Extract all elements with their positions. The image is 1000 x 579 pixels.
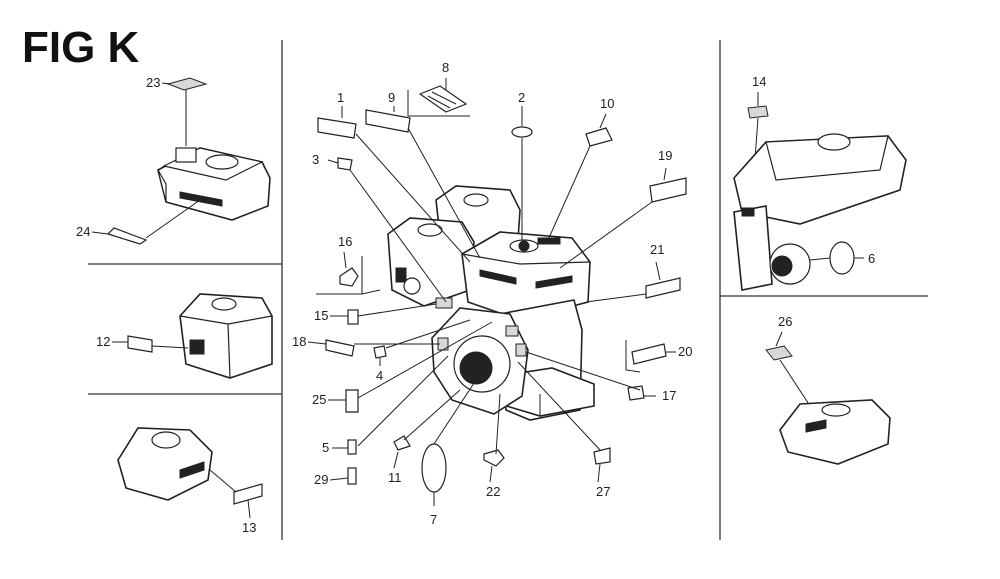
callout-20: 20 [678, 344, 692, 359]
fuel-tank-right-2 [765, 345, 891, 465]
callout-7: 7 [430, 512, 437, 527]
decal-8-shape [407, 85, 470, 117]
callout-26: 26 [778, 314, 792, 329]
callout-16: 16 [338, 234, 352, 249]
decal-25-shape [345, 389, 359, 413]
callout-4: 4 [376, 368, 383, 383]
callout-27: 27 [596, 484, 610, 499]
decal-4-shape [373, 345, 387, 359]
decal-17-shape [627, 385, 645, 401]
callout-22: 22 [486, 484, 500, 499]
center-leader-lines [341, 106, 667, 506]
callout-15: 15 [314, 308, 328, 323]
decal-18-shape [325, 339, 355, 357]
callout-ticks [91, 78, 783, 519]
panel-dividers [88, 40, 928, 540]
figure-title: FIG K [22, 23, 140, 72]
air-cleaner-left-1 [106, 77, 271, 245]
callout-29: 29 [314, 472, 328, 487]
callout-8: 8 [442, 60, 449, 75]
decal-27-shape [593, 447, 611, 465]
air-cleaner-left-3 [117, 427, 263, 505]
callout-18: 18 [292, 334, 306, 349]
decal-12-shape [127, 335, 153, 353]
callout-23: 23 [146, 75, 160, 90]
callout-25: 25 [312, 392, 326, 407]
callout-11: 11 [388, 470, 402, 485]
engine-assembly [387, 185, 595, 421]
callout-labels: 1 2 3 4 5 6 7 8 9 10 11 12 13 14 15 16 1… [76, 60, 875, 535]
callout-6: 6 [868, 251, 875, 266]
callout-24: 24 [76, 224, 90, 239]
callout-14: 14 [752, 74, 766, 89]
decal-3-shape [337, 157, 353, 171]
part-6-shape [829, 241, 855, 275]
callout-2: 2 [518, 90, 525, 105]
callout-21: 21 [650, 242, 664, 257]
callout-17: 17 [662, 388, 676, 403]
callout-9: 9 [388, 90, 395, 105]
decal-24-shape [106, 227, 148, 245]
decal-1-shape [317, 117, 357, 139]
decal-21-shape [645, 277, 681, 299]
decal-11-shape [393, 435, 411, 451]
callout-1: 1 [337, 90, 344, 105]
decal-9-shape [365, 109, 411, 133]
callout-10: 10 [600, 96, 614, 111]
decal-14-shape [747, 105, 769, 119]
callout-12: 12 [96, 334, 110, 349]
decal-5-shape [347, 439, 357, 455]
fuel-tank-right-1 [733, 105, 907, 291]
air-cleaner-left-2 [127, 293, 273, 379]
decal-22-shape [483, 449, 505, 467]
callout-19: 19 [658, 148, 672, 163]
decal-23-shape [166, 77, 208, 91]
part-7-shape [421, 443, 447, 493]
decal-29-shape [347, 467, 357, 485]
callout-3: 3 [312, 152, 319, 167]
callout-13: 13 [242, 520, 256, 535]
callout-5: 5 [322, 440, 329, 455]
decal-16-shape [316, 256, 363, 295]
decal-26-shape [765, 345, 793, 361]
decal-10-shape [585, 127, 613, 147]
decal-2-shape [511, 126, 533, 138]
decal-19-shape [649, 177, 687, 203]
decal-15-shape [347, 309, 359, 325]
center-decals [316, 85, 687, 493]
decal-20-shape [625, 340, 667, 373]
decal-13-shape [233, 483, 263, 505]
